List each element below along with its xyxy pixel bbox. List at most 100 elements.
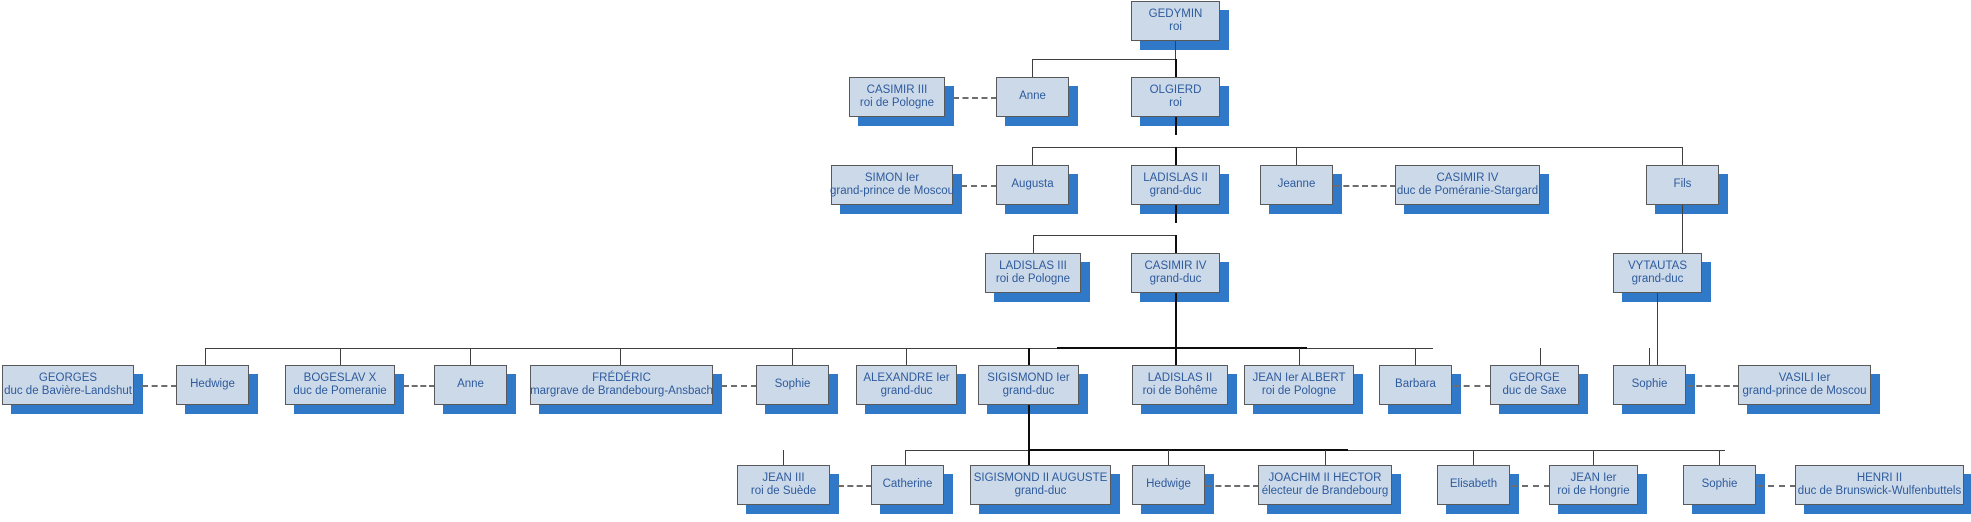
person-name: LADISLAS II — [1143, 171, 1208, 184]
connector-segment — [1175, 205, 1177, 223]
connector-segment — [1296, 147, 1297, 165]
person-title: duc de Brunswick-Wulfenbuttels — [1797, 485, 1962, 497]
connector-segment — [1175, 293, 1177, 348]
connector-segment — [1028, 450, 1030, 465]
person-name: VASILI Ier — [1778, 371, 1831, 384]
person-title: roi de Hongrie — [1557, 485, 1630, 497]
person-title: grand-duc — [1002, 385, 1055, 397]
person-title: grand-prince de Moscou — [1742, 385, 1867, 397]
connector-segment — [1593, 450, 1594, 465]
person-node-hedwige_a[interactable]: Hedwige — [176, 365, 249, 405]
connector-segment — [1033, 235, 1176, 236]
person-name: HENRI II — [1856, 471, 1903, 484]
person-node-catherine[interactable]: Catherine — [871, 465, 944, 505]
spouse-link-barbara-george_saxe — [1453, 385, 1491, 387]
connector-segment — [205, 348, 1433, 349]
person-name: OLGIERD — [1149, 83, 1202, 96]
connector-segment — [1415, 348, 1416, 365]
person-name: ALEXANDRE Ier — [863, 371, 950, 384]
person-node-anne_a[interactable]: Anne — [996, 77, 1069, 117]
spouse-link-sophie_b-vasili1 — [1687, 385, 1739, 387]
person-node-sophie_b[interactable]: Sophie — [1613, 365, 1686, 405]
person-name: FRÉDÉRIC — [592, 371, 651, 384]
spouse-link-jeanne-casimir4p — [1334, 185, 1396, 187]
connector-segment — [1175, 59, 1177, 77]
connector-segment — [1032, 59, 1033, 77]
person-title: roi de Bohême — [1142, 385, 1218, 397]
person-name: Anne — [1019, 90, 1046, 103]
connector-segment — [340, 348, 341, 365]
connector-segment — [205, 348, 206, 365]
person-title: grand-duc — [1631, 273, 1684, 285]
person-title: électeur de Brandebourg — [1261, 485, 1389, 497]
spouse-link-jean3-catherine — [838, 485, 872, 487]
person-node-sophie_a[interactable]: Sophie — [756, 365, 829, 405]
connector-segment — [905, 450, 906, 465]
spouse-link-elisabeth-jean1hongrie — [1511, 485, 1550, 487]
person-node-jeanne[interactable]: Jeanne — [1260, 165, 1333, 205]
spouse-link-georges-hedwige_a — [142, 385, 177, 387]
connector-segment — [1057, 347, 1307, 349]
spouse-link-sophie_c-henri2 — [1757, 485, 1796, 487]
connector-segment — [1657, 293, 1658, 365]
connector-segment — [1032, 147, 1033, 165]
person-name: LADISLAS III — [999, 259, 1067, 272]
person-name: CASIMIR IV — [1436, 171, 1499, 184]
person-node-anne_b[interactable]: Anne — [434, 365, 507, 405]
connector-segment — [1175, 41, 1176, 59]
person-title: roi de Suède — [750, 485, 817, 497]
person-name: JEAN Ier — [1570, 471, 1617, 484]
person-name: SIGISMOND Ier — [987, 371, 1070, 384]
person-title: margrave de Brandebourg-Ansbach — [530, 385, 713, 397]
person-node-augusta[interactable]: Augusta — [996, 165, 1069, 205]
connector-segment — [1325, 450, 1326, 465]
person-node-hedwige_b[interactable]: Hedwige — [1132, 465, 1205, 505]
person-name: Sophie — [1701, 478, 1738, 491]
spouse-link-casimir3-anne_a — [953, 97, 997, 99]
person-node-fils[interactable]: Fils — [1646, 165, 1719, 205]
person-name: JEAN III — [762, 471, 805, 484]
connector-segment — [620, 348, 621, 365]
person-title: duc de Poméranie-Stargard — [1396, 185, 1539, 197]
connector-segment — [1175, 147, 1177, 165]
person-node-elisabeth[interactable]: Elisabeth — [1437, 465, 1510, 505]
connector-segment — [1719, 450, 1720, 465]
person-title: roi — [1169, 97, 1182, 109]
connector-segment — [1028, 405, 1030, 450]
person-name: Anne — [457, 378, 484, 391]
connector-segment — [1682, 147, 1683, 165]
spouse-link-bogeslav-anne_b — [403, 385, 435, 387]
connector-segment — [1473, 450, 1474, 465]
person-name: JEAN Ier ALBERT — [1252, 371, 1346, 384]
connector-segment — [1175, 117, 1177, 135]
connector-segment — [792, 348, 793, 365]
person-name: Sophie — [1631, 378, 1668, 391]
person-title: roi — [1169, 21, 1182, 33]
connector-segment — [1168, 450, 1169, 465]
person-node-barbara[interactable]: Barbara — [1379, 365, 1452, 405]
person-node-sophie_c[interactable]: Sophie — [1683, 465, 1756, 505]
